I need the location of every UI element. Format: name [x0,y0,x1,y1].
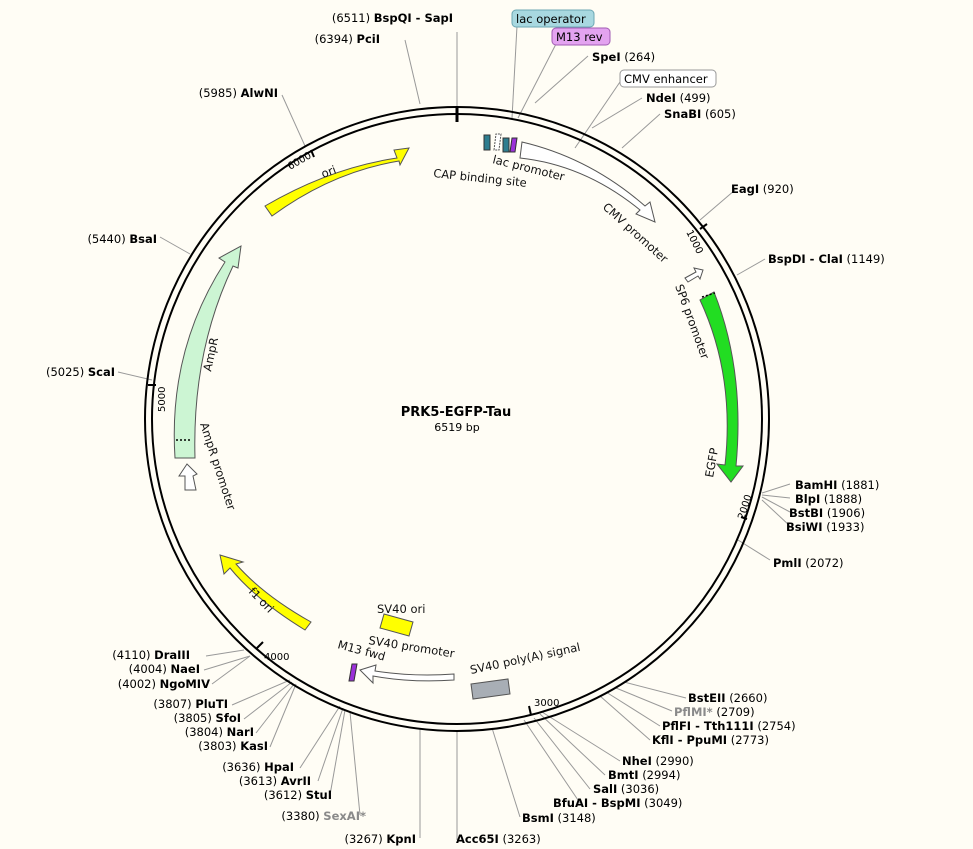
feature-ampr[interactable] [173,245,242,459]
box-cmv-enhancer-text: CMV enhancer [624,72,708,86]
feature-lac-operator[interactable] [502,137,510,153]
site-pcii[interactable]: (6394) PciI [315,32,380,46]
site-pmli[interactable]: PmlI (2072) [773,556,844,570]
site-naei[interactable]: (4004) NaeI [129,662,200,676]
site-kasi[interactable]: (3803) KasI [198,739,268,753]
site-stui[interactable]: (3612) StuI [264,788,332,802]
backbone-outer-ring [144,106,770,732]
site-snabi[interactable]: SnaBI (605) [664,107,736,121]
site-blpi[interactable]: BlpI (1888) [795,492,862,506]
feature-ampr-promoter[interactable] [178,463,198,491]
feature-f1-ori[interactable] [219,554,312,631]
feature-egfp[interactable] [699,291,744,483]
site-bsai[interactable]: (5440) BsaI [87,232,157,246]
label-ori: ori [319,163,338,181]
feature-ori[interactable] [264,147,410,217]
site-pflmi[interactable]: PflMI* (2709) [674,705,755,719]
scale-ticks [148,149,748,716]
box-lac-operator-text: lac operator [516,12,586,26]
feature-sv40-promoter[interactable] [359,664,455,685]
feature-sv40-polya[interactable] [470,678,511,700]
plasmid-size: 6519 bp [434,421,479,434]
label-egfp: EGFP [702,447,721,479]
site-alwni[interactable]: (5985) AlwNI [199,86,278,100]
site-hpai[interactable]: (3636) HpaI [222,760,294,774]
site-kfli-ppumi[interactable]: KflI - PpuMI (2773) [652,733,769,747]
label-cmv-promoter: CMV promoter [600,200,671,266]
site-acc65i[interactable]: Acc65I (3263) [456,832,541,846]
label-sv40-ori: SV40 ori [377,602,425,616]
site-bsmi[interactable]: BsmI (3148) [522,811,596,825]
site-sali[interactable]: SalI (3036) [593,782,659,796]
box-cmv-enhancer[interactable] [619,69,717,88]
site-spei[interactable]: SpeI (264) [592,50,655,64]
feature-sp6-promoter[interactable] [684,267,704,283]
plasmid-name: PRK5-EGFP-Tau [401,405,512,420]
label-f1-ori: f1 ori [246,584,277,615]
box-lac-operator[interactable] [511,9,595,28]
site-sfoi[interactable]: (3805) SfoI [174,711,241,725]
site-bspdi-clai[interactable]: BspDI - ClaI (1149) [768,252,885,266]
feature-lac-promoter[interactable] [493,133,502,151]
site-pflfi-tth111i[interactable]: PflFI - Tth111I (2754) [662,719,796,733]
box-m13-rev[interactable] [551,27,611,46]
restriction-sites: (6511) BspQI - SapI (6394) PciI (5985) A… [46,11,885,846]
site-kpni[interactable]: (3267) KpnI [344,832,416,846]
label-ampr-promoter: AmpR promoter [197,421,239,512]
site-bfuai-bspmi[interactable]: BfuAI - BspMI (3049) [553,796,682,810]
label-ampr: AmpR [200,336,221,373]
site-bstbi[interactable]: BstBI (1906) [789,506,865,520]
tick-6000: 6000 [286,150,314,172]
box-m13-rev-text: M13 rev [556,30,603,44]
label-sv40-polya: SV40 poly(A) signal [469,640,582,677]
feature-m13-fwd[interactable] [348,663,358,682]
site-scai[interactable]: (5025) ScaI [46,365,115,379]
site-avrii[interactable]: (3613) AvrII [239,774,311,788]
site-nhei[interactable]: NheI (2990) [622,754,694,768]
site-bsteii[interactable]: BstEII (2660) [688,691,767,705]
feature-cap-binding-site[interactable] [483,134,491,151]
site-ndei[interactable]: NdeI (499) [646,91,711,105]
site-ngomiv[interactable]: (4002) NgoMIV [118,677,210,691]
tick-5000: 5000 [157,387,168,412]
site-draiii[interactable]: (4110) DraIII [112,648,190,662]
site-nari[interactable]: (3804) NarI [185,725,254,739]
site-bspqi-sapi[interactable]: (6511) BspQI - SapI [332,11,453,25]
label-sp6-promoter: SP6 promoter [672,282,712,361]
tick-4000: 4000 [264,652,289,663]
feature-cmv-promoter[interactable] [519,141,656,223]
site-bamhi[interactable]: BamHI (1881) [795,478,879,492]
site-pluti[interactable]: (3807) PluTI [153,697,228,711]
site-bmti[interactable]: BmtI (2994) [608,768,680,782]
feature-sv40-ori[interactable] [379,613,414,637]
site-eagi[interactable]: EagI (920) [731,182,794,196]
site-sexai[interactable]: (3380) SexAI* [281,809,366,823]
tick-1000: 1000 [683,228,704,256]
leader-lines [117,25,791,840]
boxed-labels: lac operator M13 rev CMV enhancer [511,9,717,88]
tick-3000: 3000 [534,698,559,709]
feature-m13-rev[interactable] [509,137,518,153]
features [173,133,744,700]
tick-2000: 2000 [736,493,754,521]
site-bsiwi[interactable]: BsiWI (1933) [786,520,864,534]
